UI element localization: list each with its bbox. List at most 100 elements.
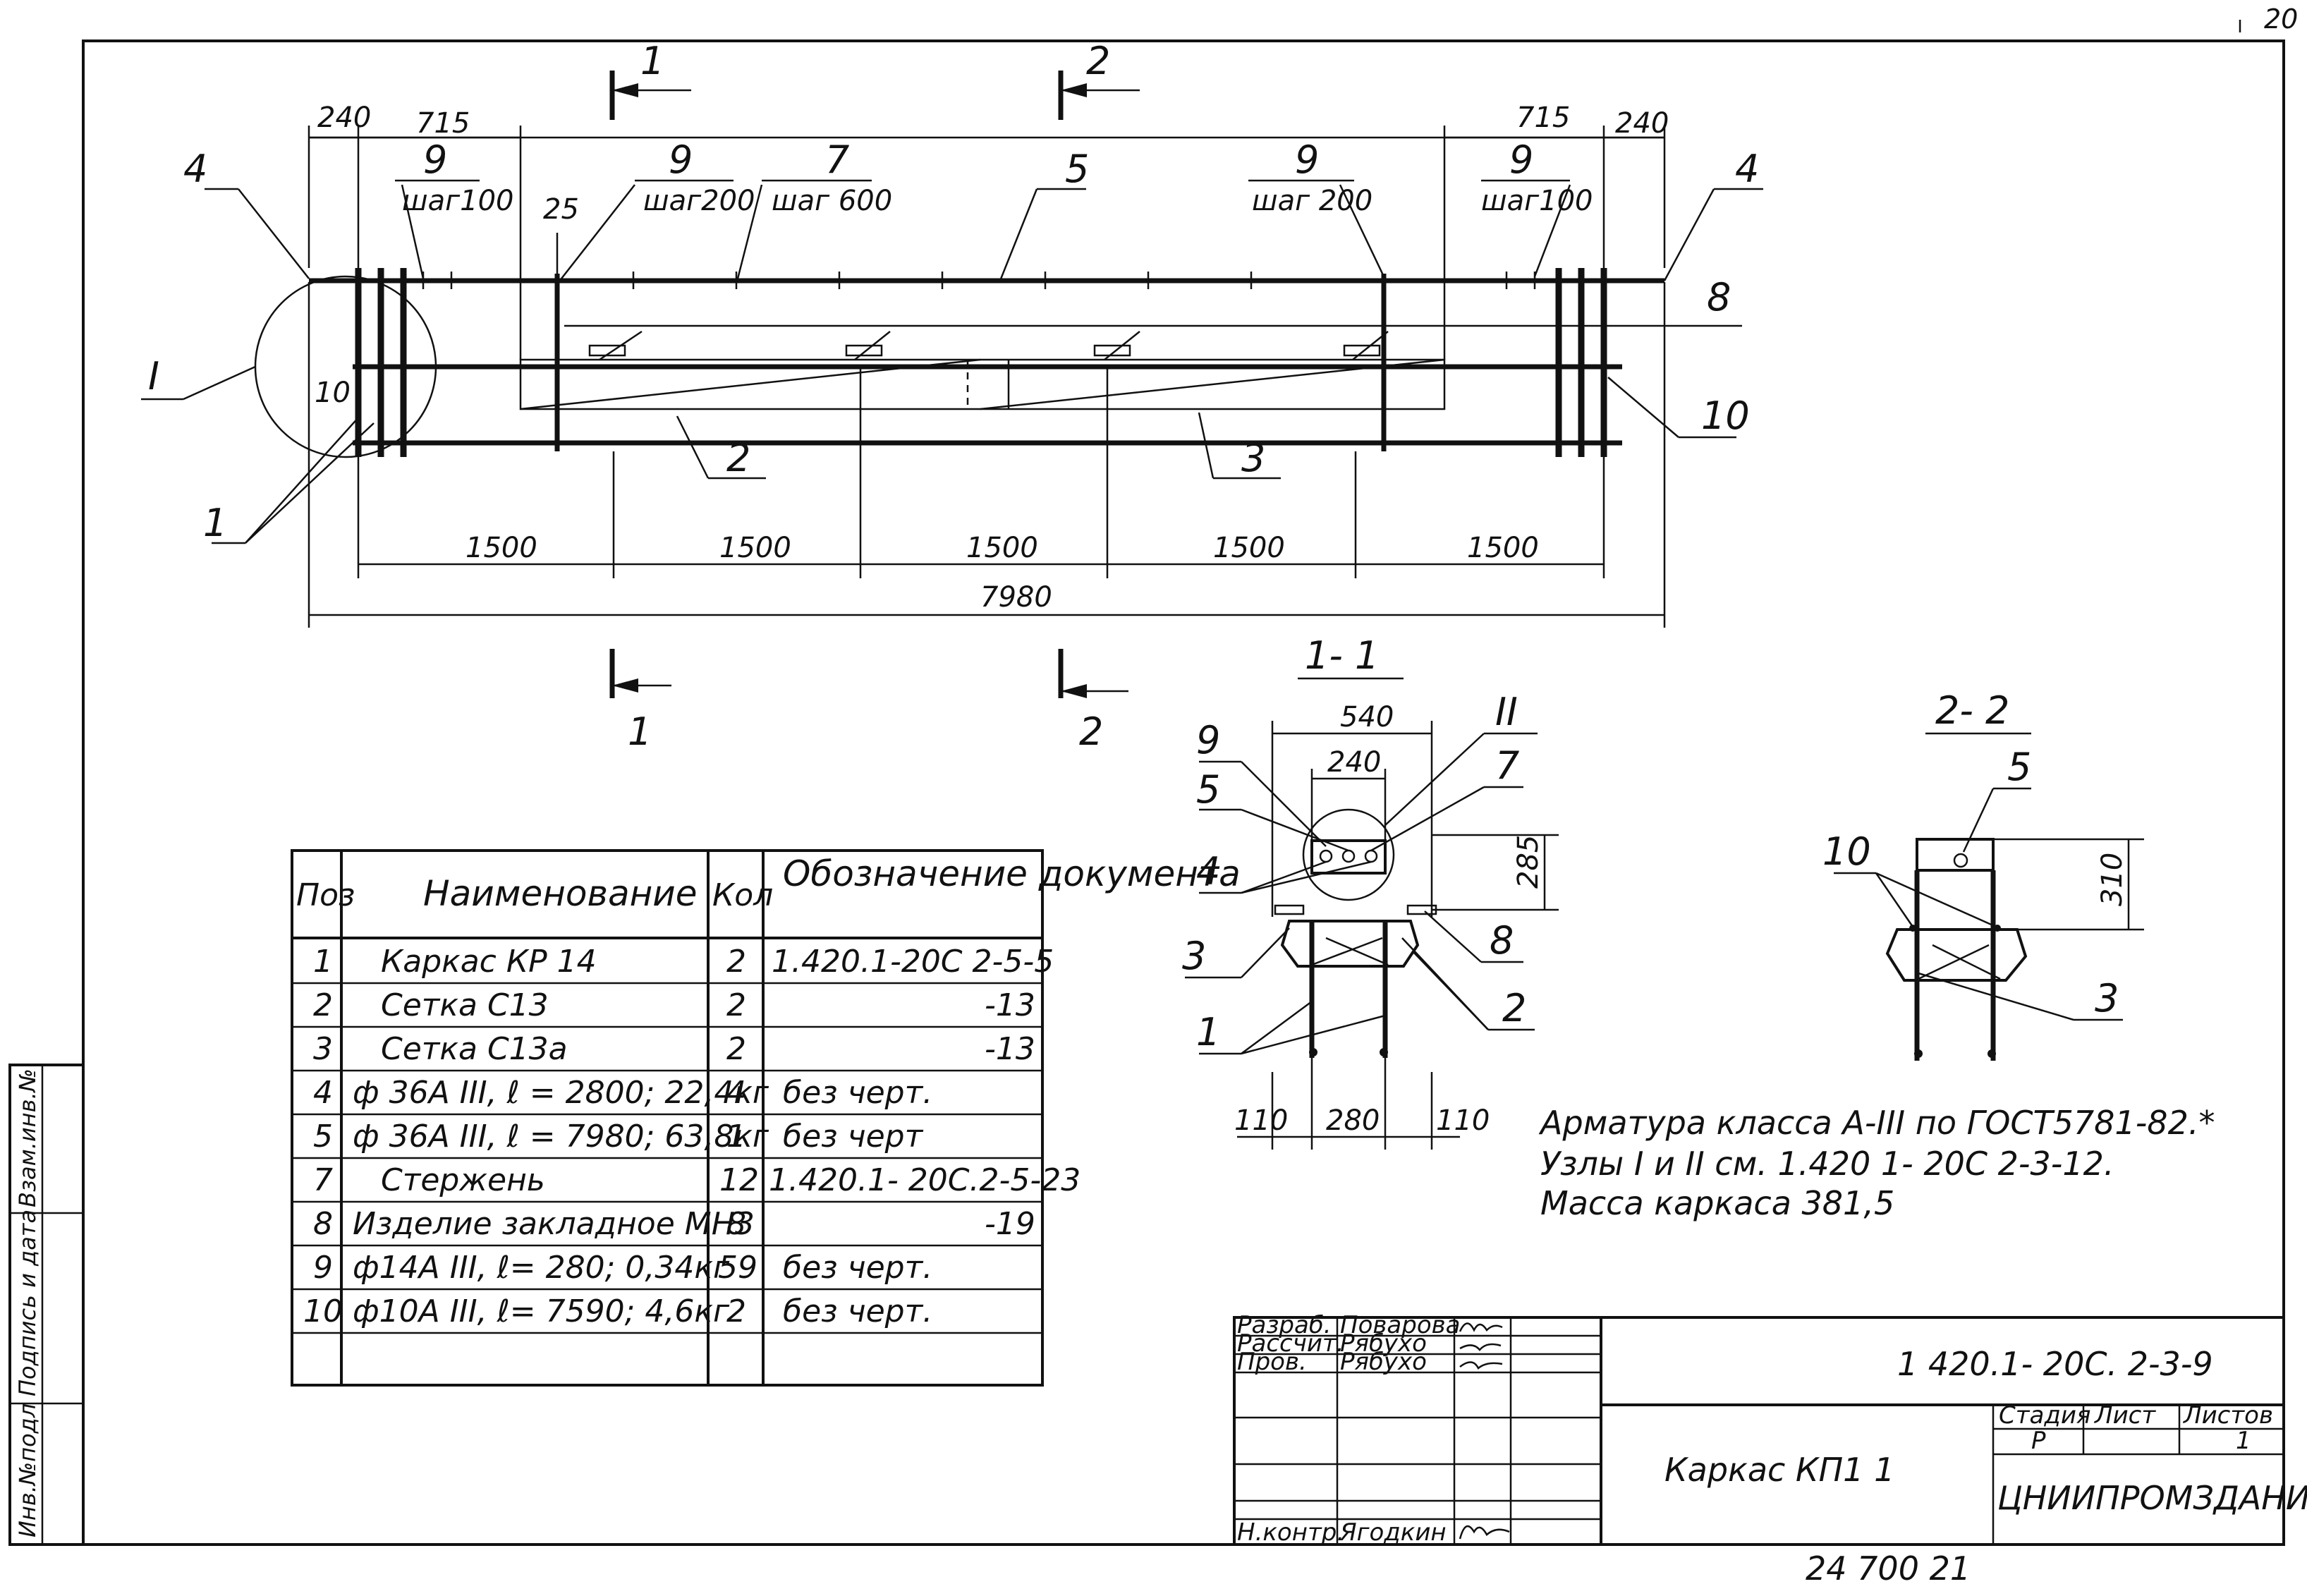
label-pos4-right: 4	[1735, 147, 1759, 191]
note-3: Масса каркаса 381,5	[1540, 1184, 1894, 1222]
svg-text:-13: -13	[985, 987, 1035, 1023]
section11-node-II: II	[1495, 690, 1518, 734]
section11-title: 1- 1	[1305, 633, 1379, 678]
section22-title: 2- 2	[1935, 688, 2009, 733]
end-bars-left	[355, 268, 560, 457]
svg-text:ф 36А III, ℓ = 7980; 63,8кг: ф 36А III, ℓ = 7980; 63,8кг	[353, 1119, 769, 1155]
spec-header-pos: Поз	[296, 877, 355, 913]
section11-dim-110-right: 110	[1436, 1104, 1490, 1137]
section22-dim-310: 310	[2096, 853, 2129, 906]
svg-text:59: 59	[718, 1250, 757, 1286]
svg-text:Сетка С13а: Сетка С13а	[381, 1031, 568, 1067]
dim-bottom-1500-3: 1500	[966, 532, 1038, 564]
svg-text:12: 12	[719, 1162, 759, 1198]
section11-dim-280: 280	[1326, 1104, 1380, 1137]
org-name: ЦНИИПРОМЗДАНИЙ	[1997, 1479, 2307, 1517]
svg-text:1: 1	[726, 1119, 746, 1155]
label-pos9-c-note: шаг 200	[1252, 185, 1372, 217]
section11-label-4: 4	[1196, 849, 1220, 894]
section11-label-8: 8	[1490, 918, 1514, 963]
spec-row: 9 ф14А III, ℓ= 280; 0,34кг 59 без черт.	[313, 1250, 932, 1286]
svg-text:2: 2	[726, 987, 746, 1023]
spec-header-name: Наименование	[423, 873, 698, 914]
section22-label-5: 5	[2007, 745, 2031, 789]
svg-text:Каркас КР 14: Каркас КР 14	[381, 944, 597, 980]
label-pos9-c: 9	[1295, 138, 1319, 182]
label-pos10: 10	[1701, 394, 1750, 438]
strip-label-replace: Взам.инв.№	[14, 1068, 41, 1207]
plan-view: 240 715 715 240 25 4 9 шаг100 9 шаг200 7…	[141, 39, 1763, 754]
note-1: Арматура класса А-III по ГОСТ5781-82.*	[1538, 1104, 2215, 1142]
label-pos2: 2	[726, 436, 750, 480]
svg-text:1: 1	[628, 709, 652, 754]
person-name-3: Рябухо	[1340, 1348, 1427, 1376]
label-pos9-a: 9	[423, 138, 447, 182]
person-role-3: Пров.	[1237, 1348, 1307, 1376]
section-mark-1-top: 1	[609, 39, 691, 120]
drawing-title: Каркас КП1 1	[1664, 1451, 1894, 1489]
label-pos3: 3	[1241, 436, 1265, 480]
spec-row: 7 Стержень 12 1.420.1- 20С.2-5-23	[313, 1162, 1081, 1198]
spec-table: Поз Наименование Кол Обозначение докумен…	[291, 849, 1241, 1387]
svg-text:Стержень: Стержень	[381, 1162, 545, 1198]
label-pos9-b: 9	[669, 138, 693, 182]
spec-row: 4 ф 36А III, ℓ = 2800; 22,4кг 4 без черт…	[313, 1075, 932, 1111]
svg-text:5: 5	[313, 1119, 333, 1155]
signature-1	[1459, 1322, 1503, 1332]
section11-label-1: 1	[1196, 1010, 1220, 1054]
section22-label-3: 3	[2095, 976, 2119, 1021]
dim-bottom-1500-2: 1500	[719, 532, 791, 564]
section11-dim-540: 540	[1340, 701, 1394, 733]
spec-row: 1 Каркас КР 14 2 1.420.1-20С 2-5-5	[313, 944, 1054, 980]
strip-label-sign: Подпись и дата	[14, 1210, 41, 1396]
svg-text:2: 2	[726, 944, 746, 980]
spec-header-doc: Обозначение документа	[783, 853, 1241, 894]
sheet-header: Лист	[2093, 1401, 2156, 1430]
svg-text:без черт.: без черт.	[783, 1293, 932, 1329]
doc-code: 1 420.1- 20С. 2-3-9	[1897, 1345, 2213, 1383]
label-pos4-left: 4	[183, 147, 207, 191]
end-bars-right	[1381, 268, 1607, 457]
dim-top-715-left: 715	[416, 107, 470, 140]
label-pos8: 8	[1707, 275, 1731, 319]
svg-text:2: 2	[1086, 39, 1110, 83]
section11-dim-285: 285	[1512, 835, 1545, 889]
section11-dim-110-left: 110	[1234, 1104, 1288, 1137]
svg-text:1: 1	[313, 944, 333, 980]
person-name-1: Поварова	[1340, 1311, 1461, 1339]
label-pos9-a-note: шаг100	[402, 185, 513, 217]
section11-label-9: 9	[1196, 718, 1220, 762]
sheet-corner-number: 20	[2264, 4, 2298, 35]
svg-text:4: 4	[726, 1075, 746, 1111]
left-binding-strip: Инв.№подл Подпись и дата Взам.инв.№	[8, 1064, 85, 1546]
section11-label-5: 5	[1196, 767, 1220, 812]
strip-label-inv: Инв.№подл	[14, 1403, 41, 1537]
top-bar-ticks	[422, 272, 1536, 289]
spec-row: 3 Сетка С13а 2 -13	[313, 1031, 1035, 1067]
svg-text:-13: -13	[985, 1031, 1035, 1067]
dim-bottom-1500-4: 1500	[1213, 532, 1285, 564]
signature-2	[1459, 1343, 1502, 1351]
svg-text:8: 8	[726, 1206, 746, 1242]
svg-text:ф 36А III, ℓ = 2800; 22,4кг: ф 36А III, ℓ = 2800; 22,4кг	[353, 1075, 769, 1111]
person-role-7: Н.контр.	[1237, 1518, 1344, 1547]
dim-overall-7980: 7980	[980, 581, 1052, 614]
svg-text:без черт.: без черт.	[783, 1250, 932, 1286]
section11-label-3: 3	[1182, 934, 1206, 978]
svg-text:8: 8	[313, 1206, 333, 1242]
svg-text:1.420.1- 20С.2-5-23: 1.420.1- 20С.2-5-23	[769, 1162, 1081, 1198]
dim-bottom-1500-5: 1500	[1467, 532, 1539, 564]
title-block: 1 420.1- 20С. 2-3-9 Каркас КП1 1 ЦНИИПРО…	[1233, 1311, 2307, 1547]
person-role-1: Разраб.	[1237, 1311, 1332, 1339]
section-1-1: 1- 1 540 240 285 110 280	[1182, 633, 1559, 1150]
embedded-items	[588, 330, 1389, 361]
signature-7	[1459, 1525, 1510, 1540]
svg-text:10: 10	[303, 1293, 343, 1329]
sheets-header: Листов	[2182, 1401, 2273, 1430]
svg-text:2: 2	[1079, 709, 1103, 754]
svg-text:2: 2	[726, 1031, 746, 1067]
svg-text:1.420.1-20С 2-5-5: 1.420.1-20С 2-5-5	[772, 944, 1054, 980]
sheet-frame	[82, 39, 2285, 1546]
svg-text:ф14А III, ℓ= 280; 0,34кг: ф14А III, ℓ= 280; 0,34кг	[353, 1250, 730, 1286]
